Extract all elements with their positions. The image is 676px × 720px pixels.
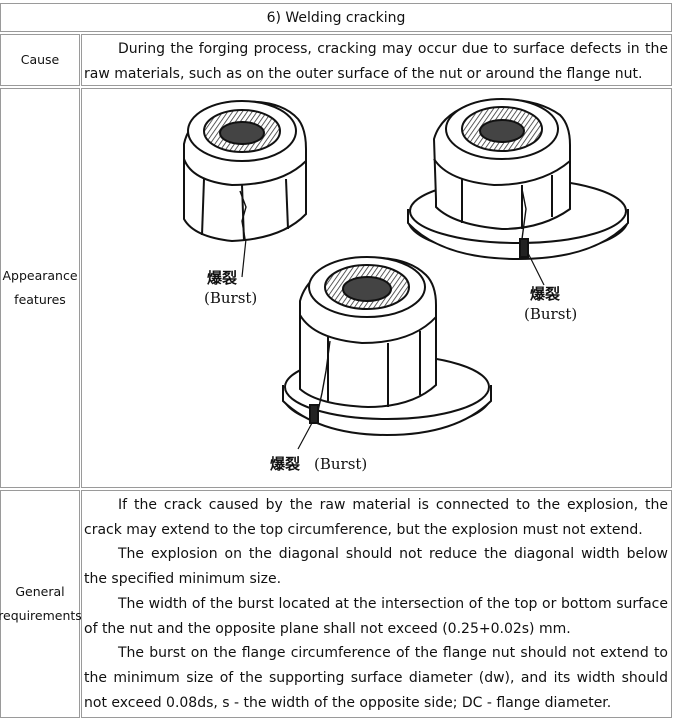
- burst-label-cn-2: 爆裂: [530, 285, 560, 303]
- cause-text-cell: During the forging process, cracking may…: [81, 34, 672, 86]
- cause-label-cell: Cause: [0, 34, 80, 86]
- appearance-label-line1: Appearance: [2, 268, 78, 283]
- burst-label-en-2: (Burst): [524, 305, 577, 323]
- flange-nut-right: [407, 98, 629, 286]
- table-title: 6) Welding cracking: [0, 3, 672, 32]
- burst-label-cn-1: 爆裂: [207, 269, 237, 287]
- burst-label-en-1: (Burst): [204, 289, 257, 307]
- appearance-label-cell: Appearance features: [0, 88, 80, 488]
- appearance-figure-cell: 爆裂 (Burst) 爆裂 (Burst): [81, 88, 672, 488]
- general-paragraph-4: The burst on the flange circumference of…: [84, 645, 668, 711]
- burst-label-en-3: (Burst): [314, 455, 367, 473]
- general-paragraph-3: The width of the burst located at the in…: [84, 595, 668, 637]
- burst-nuts-illustration: 爆裂 (Burst) 爆裂 (Burst): [183, 98, 629, 473]
- general-paragraph-2: The explosion on the diagonal should not…: [84, 546, 668, 588]
- hex-nut-left: [183, 100, 307, 278]
- cause-label: Cause: [20, 52, 60, 67]
- burst-label-cn-3: 爆裂: [270, 455, 300, 473]
- cause-text: During the forging process, cracking may…: [84, 41, 668, 82]
- general-label-line1: General: [15, 584, 65, 599]
- flange-nut-center: [282, 256, 492, 450]
- table-title-text: 6) Welding cracking: [266, 9, 406, 26]
- general-label-line2: requirements: [0, 608, 82, 623]
- appearance-label-line2: features: [14, 292, 66, 307]
- general-label-cell: General requirements: [0, 490, 82, 718]
- general-paragraph-1: If the crack caused by the raw material …: [84, 497, 668, 538]
- general-text-cell: If the crack caused by the raw material …: [81, 490, 672, 718]
